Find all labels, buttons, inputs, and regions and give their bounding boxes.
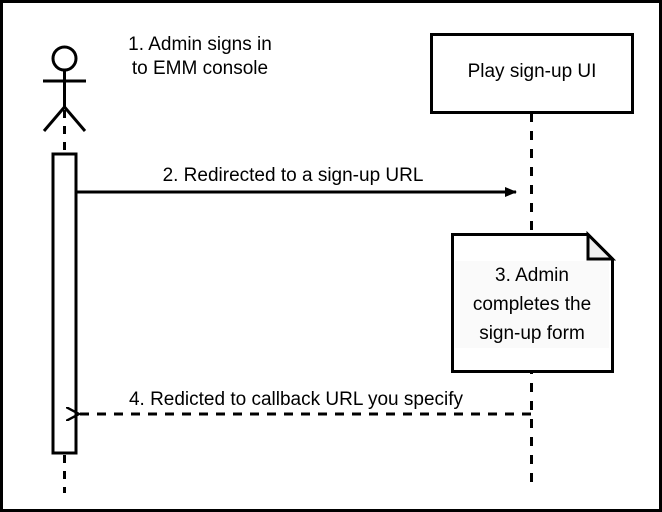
participant-box-play-signup-ui: [430, 33, 634, 114]
participant-label-play-signup-ui: Play sign-up UI: [467, 61, 597, 82]
step-4-message-label: 4. Redicted to callback URL you specify: [128, 389, 464, 410]
actor-admin-icon: [42, 45, 87, 132]
step-2-message-label: 2. Redirected to a sign-up URL: [162, 165, 424, 186]
activation-bar-admin: [51, 152, 78, 455]
step-3-note-label: 3. Admin completes the sign-up form: [455, 261, 609, 348]
step-1-annotation-label: 1. Admin signs in to EMM console: [128, 34, 272, 79]
